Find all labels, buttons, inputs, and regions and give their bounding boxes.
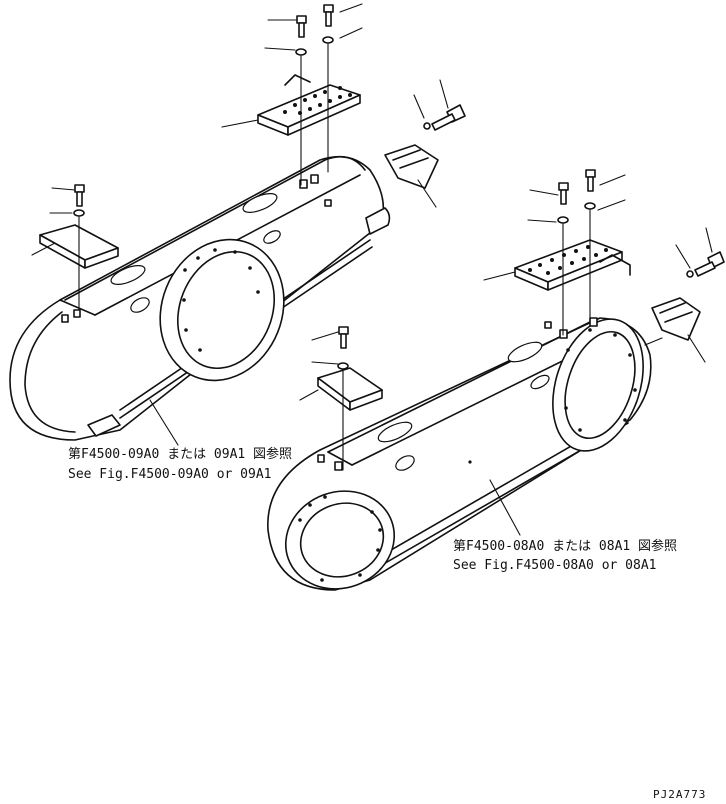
- left-track-frame-cover: [9, 155, 391, 441]
- left-reference-en: See Fig.F4500-09A0 or 09A1: [68, 467, 272, 482]
- right-end-bracket: [644, 251, 725, 346]
- right-reference-en: See Fig.F4500-08A0 or 08A1: [453, 558, 657, 573]
- left-top-bolts: [295, 4, 334, 186]
- left-reference-note: 第F4500-09A0 または 09A1 図参照 See Fig.F4500-0…: [68, 446, 292, 482]
- left-reference-jp: 第F4500-09A0 または 09A1 図参照: [68, 446, 292, 462]
- left-leader-lines: [31, 3, 449, 446]
- right-mount-bracket: [317, 326, 383, 471]
- right-track-frame-cover: [267, 317, 652, 591]
- drawing-code: PJ2A773: [653, 788, 706, 801]
- left-step-plate: [257, 74, 361, 136]
- right-reference-note: 第F4500-08A0 または 08A1 図参照 See Fig.F4500-0…: [453, 538, 677, 573]
- left-end-bracket: [384, 104, 466, 189]
- left-mount-bracket: [39, 184, 119, 311]
- right-leader-lines: [299, 174, 713, 536]
- right-step-plate: [514, 239, 631, 291]
- right-reference-jp: 第F4500-08A0 または 08A1 図参照: [453, 538, 677, 554]
- right-top-bolts: [557, 169, 596, 336]
